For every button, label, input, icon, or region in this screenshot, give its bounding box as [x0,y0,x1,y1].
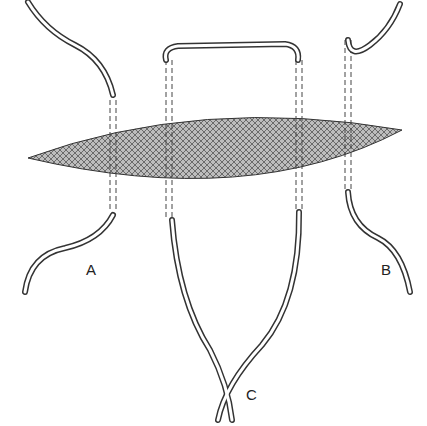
suture [25,2,410,420]
suture-through-mesh [110,40,351,218]
mesh [28,118,402,179]
part-label: B [381,262,391,277]
part-label: A [86,262,96,277]
part-label: C [246,387,257,402]
